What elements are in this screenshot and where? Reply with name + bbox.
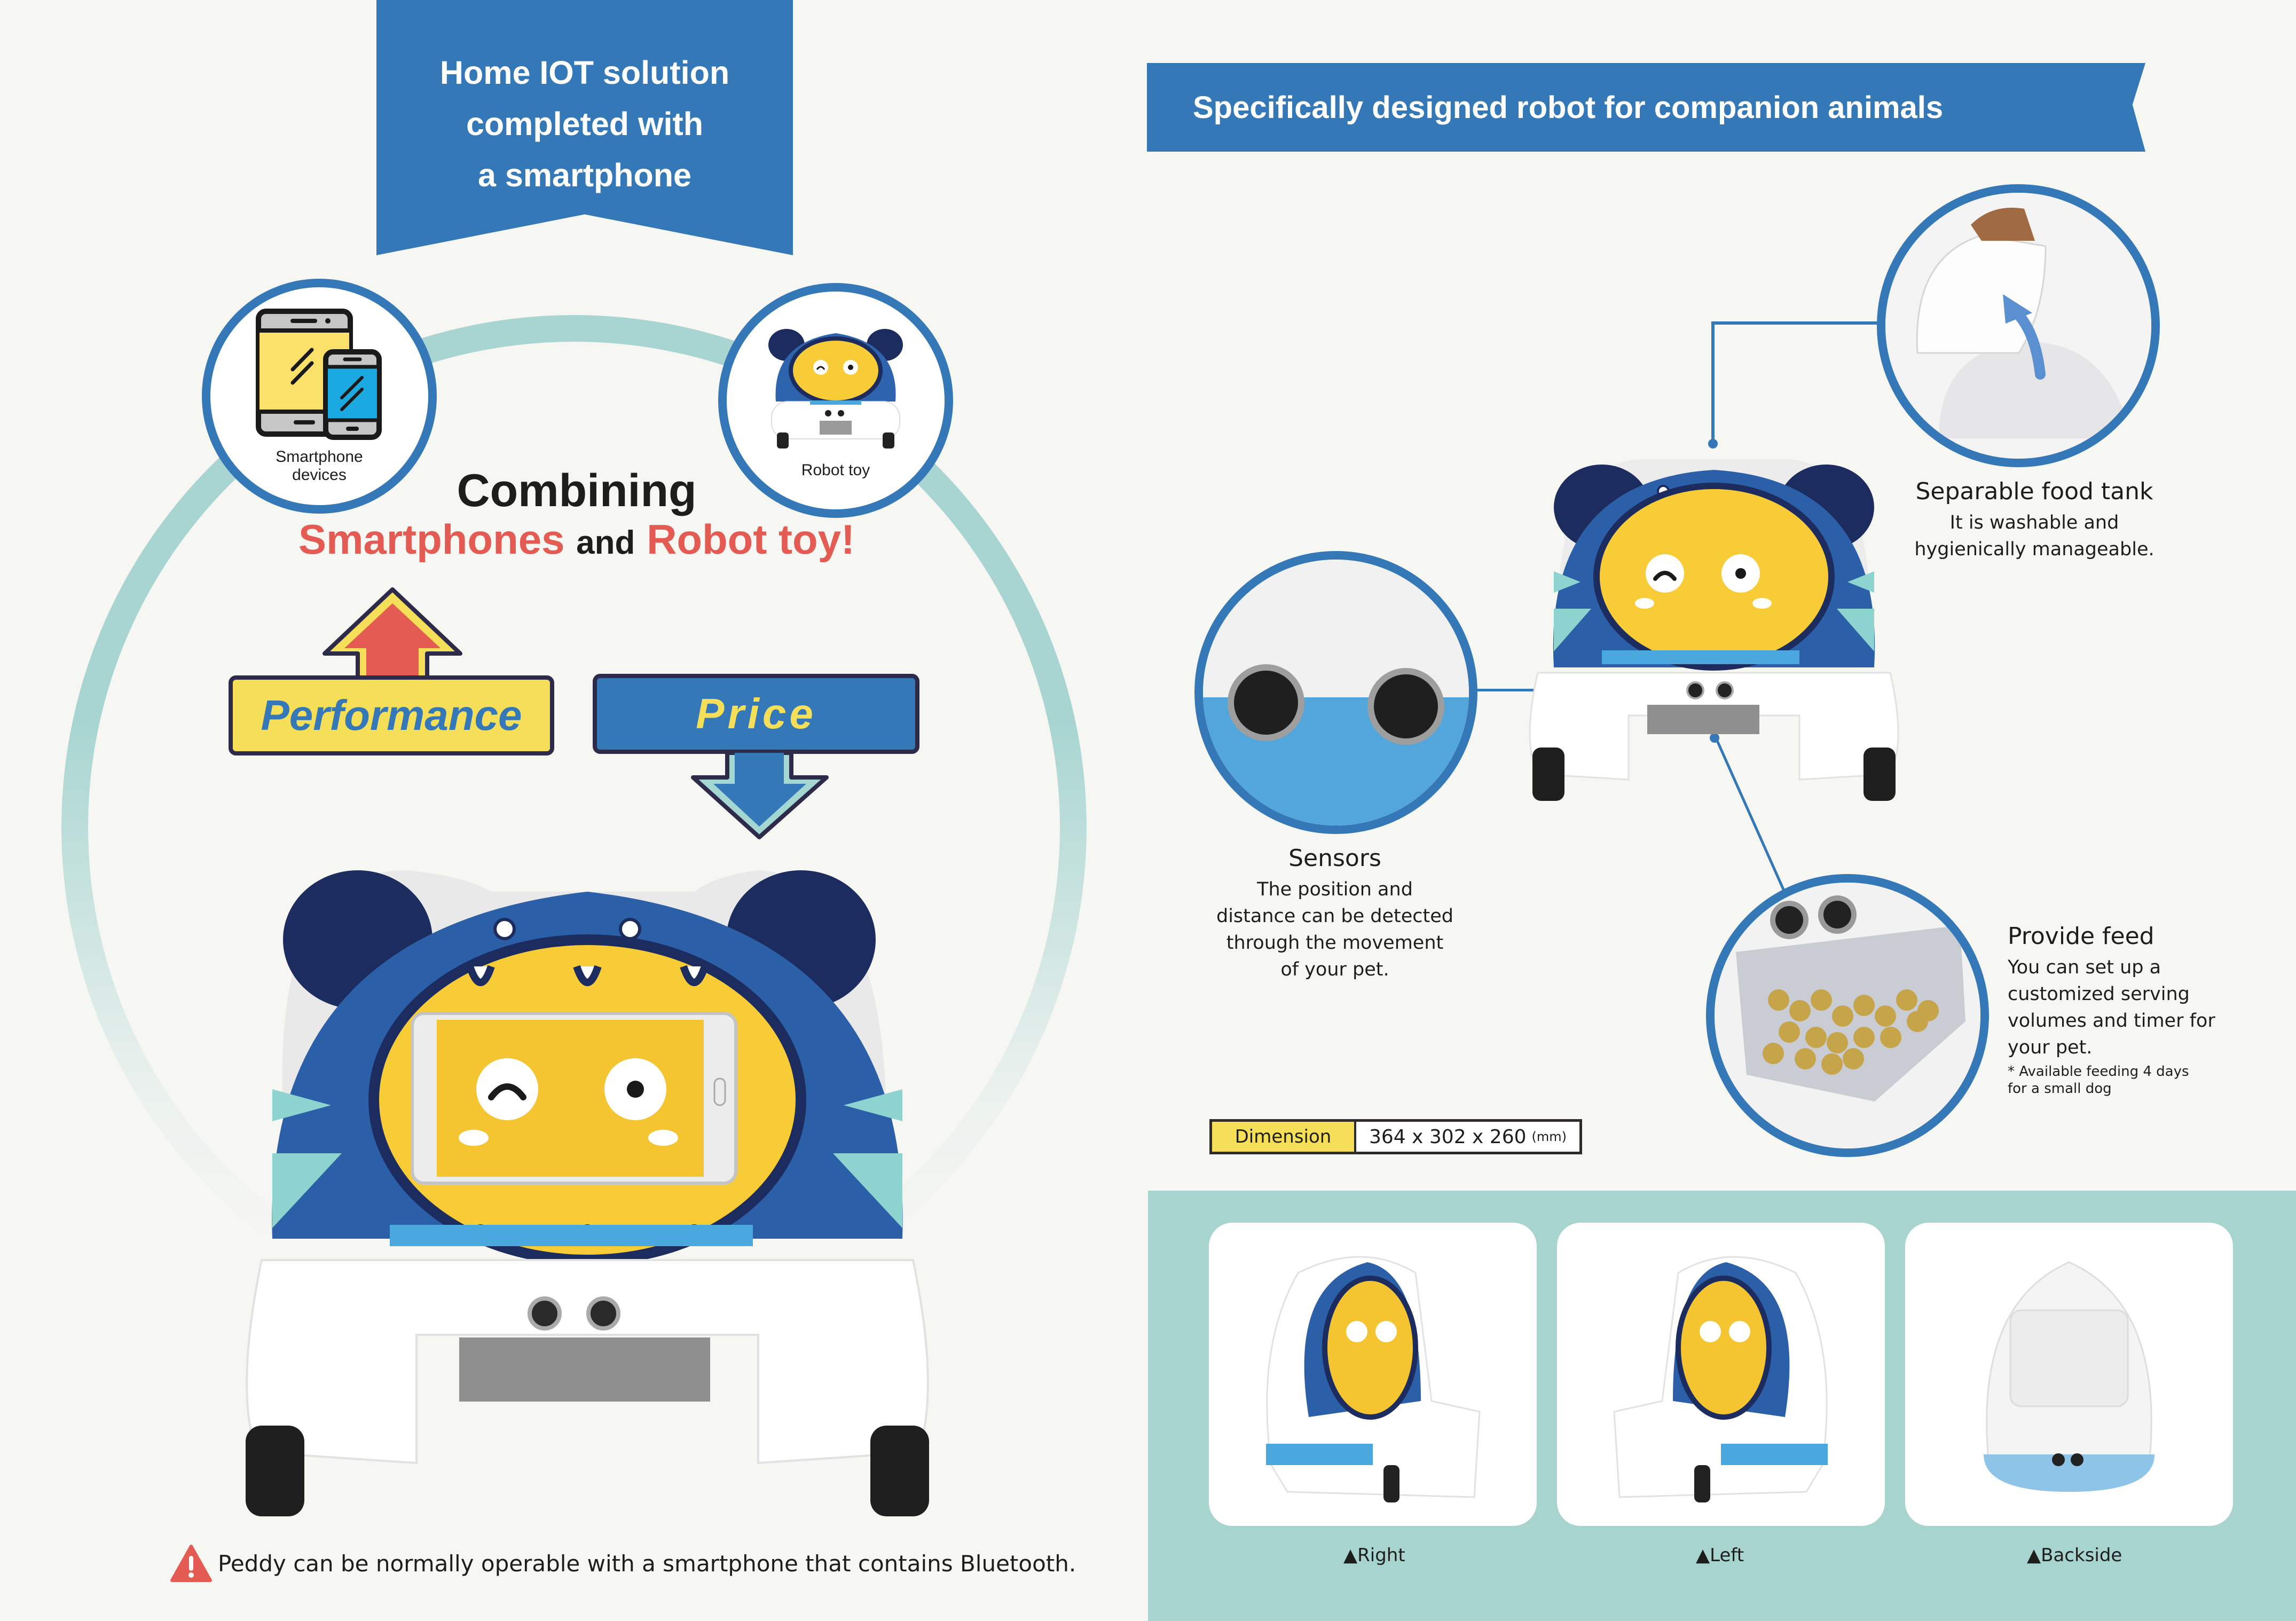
robot-left-view-image <box>1613 1256 1828 1502</box>
feed-connector-dot <box>1710 733 1719 743</box>
home-iot-banner: Home IOT solution completed with a smart… <box>376 0 793 255</box>
food-tank-connector-line-horizontal <box>1711 321 1888 325</box>
companion-robot-banner: Specifically designed robot for companio… <box>1147 63 2145 152</box>
robot-with-smartphone-illustration <box>246 870 929 1516</box>
smartphones-highlight: Smartphones <box>298 516 565 563</box>
arrow-up-icon <box>323 587 462 679</box>
food-tank-image <box>1885 193 2151 459</box>
robot-backside-view-image <box>1984 1261 2155 1492</box>
sensors-photo <box>1194 551 1477 834</box>
sensors-title: Sensors <box>1288 845 1381 872</box>
robot-toy-highlight: Robot toy! <box>647 516 855 563</box>
caption-right: ▲Right <box>1343 1545 1405 1566</box>
robot-toy-icon <box>768 329 903 448</box>
smartphone-devices-circle: Smartphone devices <box>202 279 437 514</box>
food-tank-connector-dot <box>1708 439 1718 448</box>
dimension-label: Dimension <box>1212 1122 1356 1152</box>
smartphone-devices-label: Smartphone devices <box>276 448 363 484</box>
combining-title: Combining <box>457 465 697 516</box>
feed-tray-image <box>1715 883 1980 1148</box>
feed-title: Provide feed <box>2008 923 2155 950</box>
dimension-value: 364 x 302 x 260 <box>1369 1126 1527 1148</box>
robot-product-photo <box>1529 459 1899 801</box>
banner-title: Specifically designed robot for companio… <box>1193 90 1944 125</box>
food-tank-title: Separable food tank <box>1915 478 2153 505</box>
robot-right-view-image <box>1266 1256 1481 1502</box>
caption-left: ▲Left <box>1696 1545 1744 1566</box>
robot-toy-label: Robot toy <box>801 461 870 479</box>
feed-feature: Provide feed You can set up a customized… <box>2008 923 2264 1097</box>
dimension-table: Dimension 364 x 302 x 260 (mm) <box>1209 1119 1582 1154</box>
and-connector: and <box>576 524 635 561</box>
food-tank-photo <box>1877 184 2160 467</box>
caption-backside: ▲Backside <box>2027 1545 2122 1566</box>
dimension-value-cell: 364 x 302 x 260 (mm) <box>1356 1122 1579 1152</box>
banner-line-3: a smartphone <box>478 157 691 193</box>
food-tank-connector-line <box>1711 321 1715 443</box>
performance-label: Performance <box>229 675 554 756</box>
sensors-feature: Sensors The position and distance can be… <box>1191 845 1479 983</box>
gallery-card-right <box>1209 1223 1537 1526</box>
dimension-unit: (mm) <box>1531 1129 1567 1144</box>
bluetooth-warning: Peddy can be normally operable with a sm… <box>170 1544 1076 1583</box>
gallery-card-left <box>1557 1223 1885 1526</box>
smartphone-devices-icon <box>256 309 382 440</box>
warning-text: Peddy can be normally operable with a sm… <box>218 1550 1076 1577</box>
food-tank-feature: Separable food tank It is washable and h… <box>1885 478 2184 563</box>
gallery-card-backside <box>1905 1223 2233 1526</box>
warning-icon <box>170 1545 212 1582</box>
banner-line-1: Home IOT solution <box>439 54 730 91</box>
arrow-down-icon <box>691 752 829 839</box>
ultrasonic-sensor-image <box>1203 560 1469 825</box>
price-label: Price <box>593 674 919 754</box>
feed-tray-photo <box>1706 874 1989 1157</box>
combining-subtitle: Smartphones and Robot toy! <box>235 515 918 564</box>
banner-line-2: completed with <box>466 106 703 142</box>
